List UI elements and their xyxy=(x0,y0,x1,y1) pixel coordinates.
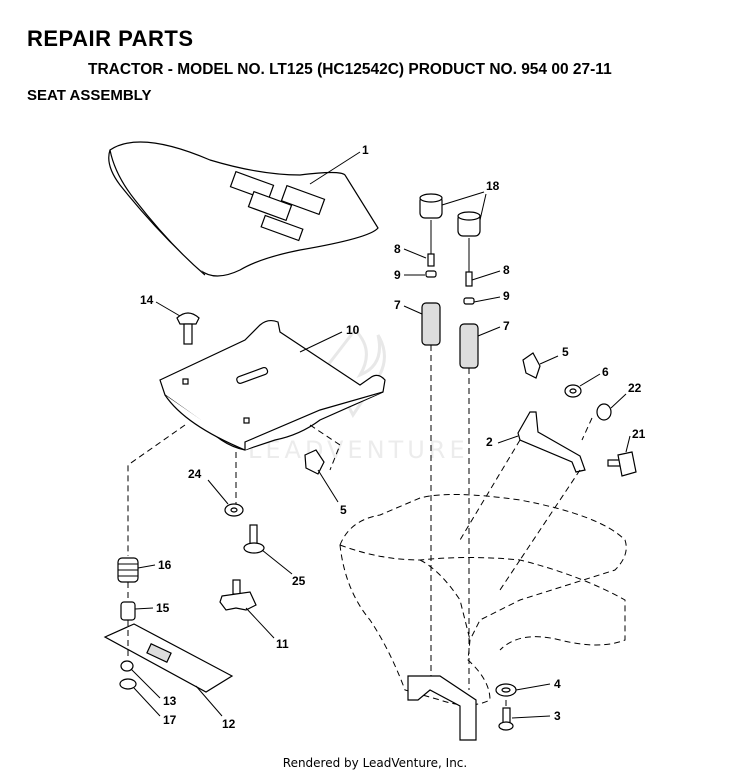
page-subtitle: TRACTOR - MODEL NO. LT125 (HC12542C) PRO… xyxy=(88,61,612,78)
callout-25: 25 xyxy=(292,574,306,588)
part-carriage-bolt xyxy=(176,312,200,345)
part-bracket xyxy=(517,411,586,473)
part-nut-13 xyxy=(120,660,134,672)
part-seat xyxy=(108,141,379,277)
callout-7b: 7 xyxy=(503,319,510,333)
part-bolt-3 xyxy=(498,707,514,731)
callout-16: 16 xyxy=(158,558,172,572)
part-spring-stack-left xyxy=(421,220,441,346)
callout-3: 3 xyxy=(554,709,561,723)
part-adjust-knob xyxy=(607,451,637,477)
part-knob xyxy=(219,579,257,611)
chassis-fender xyxy=(339,493,627,706)
callout-13: 13 xyxy=(163,694,177,708)
part-frame-bracket xyxy=(407,675,477,741)
callout-14: 14 xyxy=(140,293,154,307)
callout-17: 17 xyxy=(163,713,177,727)
callout-4: 4 xyxy=(554,677,561,691)
callout-2: 2 xyxy=(486,435,493,449)
callout-21: 21 xyxy=(632,427,646,441)
callout-11: 11 xyxy=(276,637,289,651)
part-seat-pan xyxy=(159,319,386,451)
footer-credit: Rendered by LeadVenture, Inc. xyxy=(282,756,468,770)
section-title: SEAT ASSEMBLY xyxy=(27,87,152,104)
part-bushing xyxy=(120,601,136,621)
part-seat-bumpers xyxy=(419,193,481,237)
alignment-lines xyxy=(127,345,593,710)
callout-9a: 9 xyxy=(394,268,401,282)
part-washer-17 xyxy=(119,678,137,690)
part-washer xyxy=(596,403,612,421)
callout-6: 6 xyxy=(602,365,609,379)
part-latch-left xyxy=(304,424,341,475)
part-washer-24 xyxy=(224,503,244,517)
callout-8a: 8 xyxy=(394,242,401,256)
watermark-text: LEADVENTURE xyxy=(248,436,469,464)
callout-10: 10 xyxy=(346,323,360,337)
callout-5a: 5 xyxy=(562,345,569,359)
part-washer-4 xyxy=(495,683,517,697)
part-shoulder-bolt xyxy=(243,524,265,554)
part-spring-stack-right xyxy=(459,238,479,369)
part-nut xyxy=(564,384,582,398)
callout-22: 22 xyxy=(628,381,642,395)
callout-9b: 9 xyxy=(503,289,510,303)
callout-15: 15 xyxy=(156,601,170,615)
callout-5b: 5 xyxy=(340,503,347,517)
callout-24: 24 xyxy=(188,467,202,481)
part-latch-right xyxy=(522,352,541,379)
callout-8b: 8 xyxy=(503,263,510,277)
callout-7a: 7 xyxy=(394,298,401,312)
callout-12: 12 xyxy=(222,717,236,731)
page-title: REPAIR PARTS xyxy=(27,26,194,51)
callout-1: 1 xyxy=(362,143,369,157)
callout-18: 18 xyxy=(486,179,500,193)
part-slide-rail xyxy=(103,623,234,693)
part-spring xyxy=(117,557,139,583)
